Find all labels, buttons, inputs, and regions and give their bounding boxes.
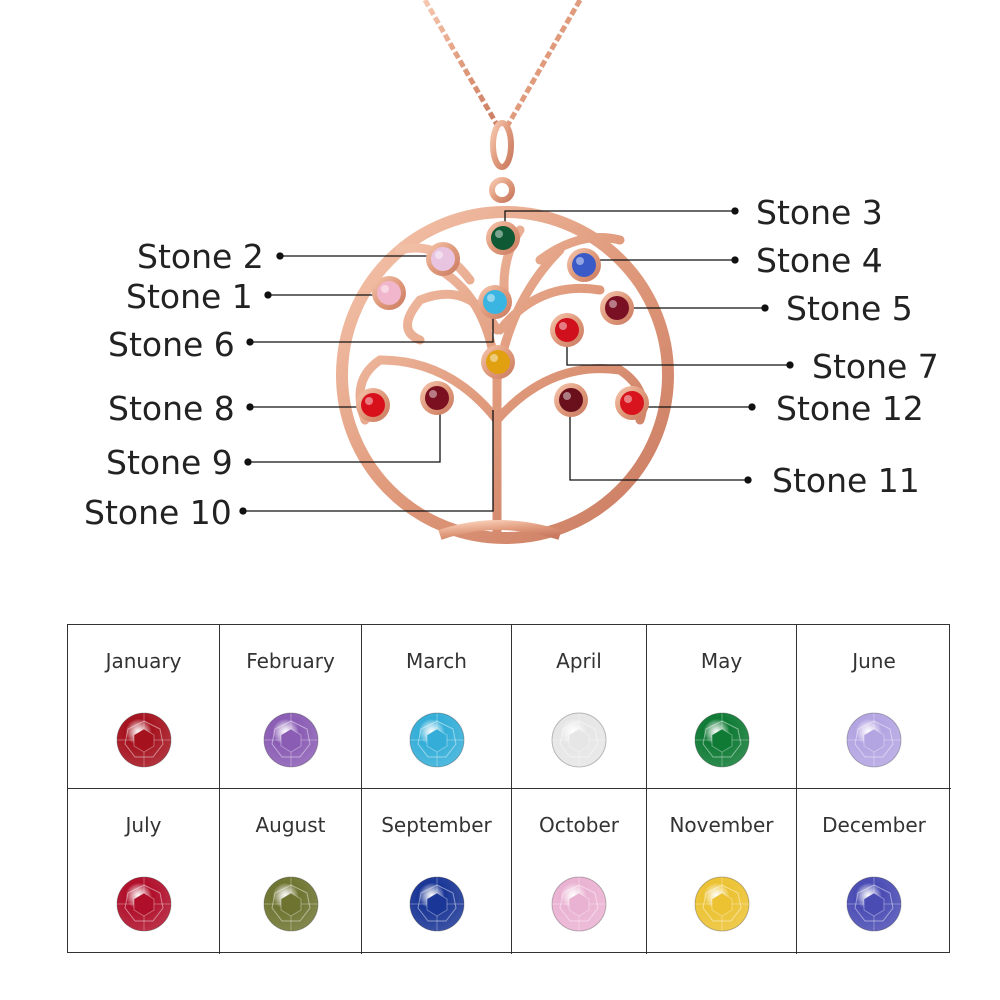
leader-line [566,342,790,366]
gem-icon [116,712,171,768]
month-label: February [246,649,335,673]
month-label: March [406,649,467,673]
gem-icon [116,876,171,932]
leader-line [243,410,494,512]
month-label: November [669,813,774,837]
gem-icon [551,876,607,932]
stone-label: Stone 5 [786,289,913,328]
birthstone-chart: January February March April May June Ju… [67,624,951,954]
leader-dot [244,458,252,466]
stone-label: Stone 11 [772,461,920,500]
pendant-frame [336,120,674,544]
gem-icon [694,712,749,768]
birthstone-cell: November [647,789,797,954]
pendant-stone [600,291,634,325]
stone-label: Stone 6 [108,325,235,364]
birthstone-cell: January [68,625,220,789]
gem-icon [409,712,464,768]
leader-dot [786,361,794,369]
stone-label: Stone 4 [756,241,883,280]
stone-label: Stone 8 [108,389,235,428]
pendant-stone [615,386,649,420]
month-label: July [125,813,162,837]
birthstone-cell: April [512,625,647,789]
gem-icon [694,876,749,932]
gem-icon [263,876,318,932]
stone-label: Stone 1 [126,277,253,316]
pendant-stone [420,381,454,415]
pendant-stone [567,248,601,282]
leader-lines [239,207,794,515]
birthstone-cell: September [362,789,512,954]
leader-dot [239,507,247,515]
month-label: January [105,649,182,673]
gem-icon [409,876,464,932]
leader-dot [264,291,272,299]
pendant-stone [554,383,588,417]
stone-label: Stone 12 [776,389,924,428]
leader-line [248,410,441,463]
gem-icon [846,712,902,768]
pendant-stone [550,313,584,347]
pendant-stone [478,285,512,319]
leader-dot [246,338,254,346]
gem-icon [846,876,902,932]
leader-line [504,210,735,226]
gem-icon [263,712,318,768]
chain [422,0,583,132]
month-label: August [255,813,326,837]
birthstone-cell: February [220,625,362,789]
birthstone-cell: June [797,625,951,789]
pendant-stone [426,242,460,276]
month-label: April [556,649,602,673]
birthstone-cell: October [512,789,647,954]
leader-dot [744,476,752,484]
tree-of-life-pendant [239,0,794,544]
month-label: December [822,813,926,837]
stone-label: Stone 2 [137,237,264,276]
month-label: October [538,813,620,837]
stone-label: Stone 3 [756,193,883,232]
month-label: May [700,649,743,673]
leader-line [250,314,494,343]
leader-dot [731,207,739,215]
leader-dot [276,252,284,260]
birthstone-cell: March [362,625,512,789]
stone-label: Stone 10 [84,493,232,532]
pendant-stone [356,388,390,422]
birthstone-cell: May [647,625,797,789]
pendant-stone [372,276,406,310]
birthstone-cell: August [220,789,362,954]
leader-line [569,412,748,481]
pendant-stone [486,221,520,255]
birthstone-cell: July [68,789,220,954]
month-label: September [381,813,492,837]
month-label: June [852,649,896,673]
pendant-stones [356,221,649,422]
leader-dot [748,403,756,411]
stone-label: Stone 9 [106,443,233,482]
birthstone-cell: December [797,789,951,954]
leader-dot [761,304,769,312]
pendant-stone [481,345,515,379]
leader-dot [731,256,739,264]
leader-dot [246,403,254,411]
stone-label: Stone 7 [812,347,939,386]
gem-icon [551,712,607,768]
